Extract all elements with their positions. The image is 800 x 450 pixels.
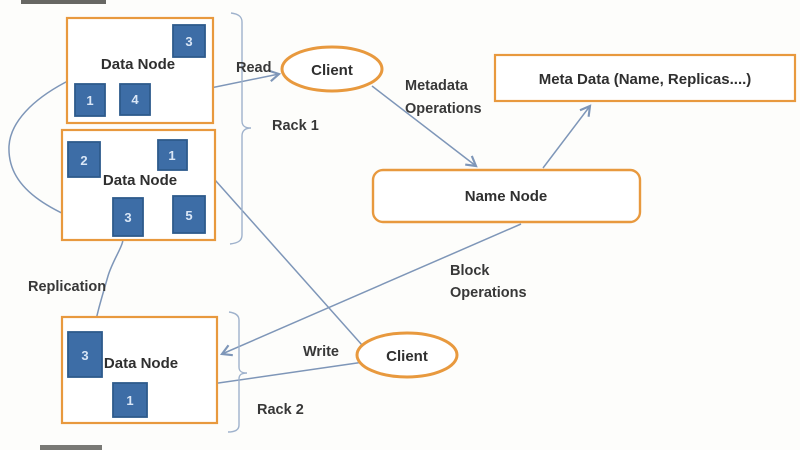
block-dn2-1 (157, 139, 188, 171)
block-dn2-5-label: 5 (185, 208, 192, 223)
block-dn1-1 (74, 83, 106, 117)
data-node-2: Data Node 2 1 3 5 (60, 128, 217, 242)
rack2-label: Rack 2 (257, 402, 304, 418)
metadata-operations-label-line2: Operations (405, 101, 482, 117)
block-dn1-3 (172, 24, 206, 58)
meta-data: Meta Data (Name, Replicas....) (493, 53, 797, 103)
block-operations-label-line2: Operations (450, 285, 527, 301)
block-dn2-5 (172, 195, 206, 234)
block-dn3-3 (67, 331, 103, 378)
client-top-ellipse (280, 45, 384, 93)
block-dn3-3-label: 3 (81, 348, 88, 363)
client-top: Client (280, 45, 384, 93)
block-dn3-1-label: 1 (126, 393, 133, 408)
top-crop-artifact (21, 0, 106, 4)
meta-data-label: Meta Data (Name, Replicas....) (539, 71, 752, 88)
write-label: Write (303, 344, 339, 360)
data-node-1: Data Node 3 1 4 (65, 16, 215, 125)
data-node-2-label: Data Node (103, 172, 177, 189)
block-dn2-2-label: 2 (80, 153, 87, 168)
block-dn1-4 (119, 83, 151, 116)
data-node-3-label: Data Node (104, 355, 178, 372)
block-dn1-3-label: 3 (185, 34, 192, 49)
bottom-crop-artifact (40, 445, 102, 450)
rack1-bracket (229, 12, 252, 245)
rack2-bracket (227, 311, 248, 433)
block-dn2-3 (112, 197, 144, 237)
name-node: Name Node (371, 168, 642, 224)
client-top-label: Client (311, 62, 353, 79)
metadata-operations-arrow (371, 85, 478, 168)
data-node-1-label: Data Node (101, 56, 175, 73)
metadata-operations-label-line1: Metadata (405, 78, 469, 94)
block-dn2-3-label: 3 (124, 210, 131, 225)
block-dn1-4-label: 4 (131, 92, 139, 107)
block-operations-arrow (220, 223, 522, 357)
name-node-box (371, 168, 642, 224)
client-bottom-label: Client (386, 348, 428, 365)
block-dn2-2 (67, 141, 101, 178)
block-dn2-1-label: 1 (168, 148, 175, 163)
namenode-to-metadata-arrow (542, 104, 592, 169)
data-node-3: Data Node 3 1 (60, 315, 219, 425)
write-arrow-rack1 (189, 151, 363, 346)
client-bottom: Client (355, 331, 459, 379)
replication-curve (8, 49, 174, 332)
block-operations-label-line1: Block (450, 263, 490, 279)
rack1-label: Rack 1 (272, 118, 319, 134)
client-bottom-ellipse (355, 331, 459, 379)
block-dn1-1-label: 1 (86, 93, 93, 108)
replication-label: Replication (28, 279, 106, 295)
block-dn3-1 (112, 382, 148, 418)
name-node-label: Name Node (465, 188, 548, 205)
meta-data-box (493, 53, 797, 103)
read-label: Read (236, 60, 271, 76)
